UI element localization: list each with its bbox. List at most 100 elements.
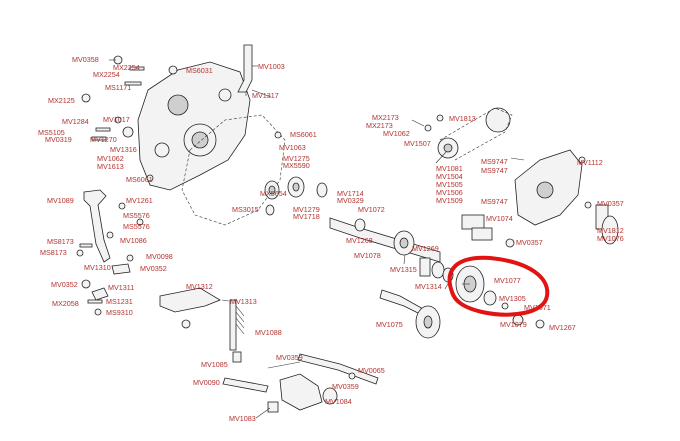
part-label: MV1505 [436, 180, 463, 189]
part-label: MV1313 [230, 297, 257, 306]
small-hardware-topleft [81, 55, 282, 182]
part-label: MX2173 [366, 121, 393, 130]
part-label: MV1509 [436, 196, 463, 205]
part-label: MV1074 [486, 214, 513, 223]
part-label: MV1083 [229, 414, 256, 423]
part-label: MV1317 [252, 91, 279, 100]
main-gear-shaft [329, 217, 454, 283]
kick-lever [237, 44, 253, 96]
part-label: MV1312 [186, 282, 213, 291]
part-label: MV1017 [103, 115, 130, 124]
part-label: MV1310 [84, 263, 111, 272]
crankcase-cover [137, 61, 251, 191]
highlight-circle [447, 255, 550, 317]
part-label: MV1077 [494, 276, 521, 285]
part-label: MV0319 [45, 135, 72, 144]
part-label: MS9747 [481, 197, 508, 206]
part-label: MS6061 [290, 130, 317, 139]
part-label: MV1812 [597, 226, 624, 235]
right-cover [514, 149, 592, 226]
part-label: MS5576 [123, 211, 150, 220]
part-label: MS9310 [106, 308, 133, 317]
part-label: MV1086 [120, 236, 147, 245]
part-label: MV1072 [358, 205, 385, 214]
part-label: MS6061 [126, 175, 153, 184]
part-label: MV1062 [97, 154, 124, 163]
part-label: MS1171 [105, 83, 131, 92]
part-label: MV1076 [597, 234, 624, 243]
part-label: MV1305 [499, 294, 526, 303]
part-label: MV1613 [97, 162, 124, 171]
part-label: MS6031 [186, 66, 213, 75]
part-label: MV1078 [354, 251, 381, 260]
small-hardware-lowerleft [81, 279, 109, 316]
part-label: MV1314 [415, 282, 442, 291]
part-label: MX5654 [260, 189, 287, 198]
part-label: MV1279 [293, 205, 320, 214]
part-label: MS9747 [481, 166, 508, 175]
part-label: MV1269 [412, 244, 439, 253]
part-label: MS8173 [47, 237, 74, 246]
part-label: MV0329 [337, 196, 364, 205]
part-label: MV0359 [276, 353, 303, 362]
part-label: MV1081 [436, 164, 463, 173]
part-label: MS3015 [232, 205, 259, 214]
part-label: MV1071 [524, 303, 551, 312]
part-label: MV1112 [577, 158, 603, 167]
highlighted-gear [455, 265, 509, 310]
lower-shaft [379, 289, 545, 339]
part-label: MS8173 [40, 248, 67, 257]
right-shafts [461, 204, 619, 248]
part-label: MV0352 [140, 264, 167, 273]
part-label: MV1085 [201, 360, 228, 369]
part-label: MX2058 [52, 299, 79, 308]
part-label: MV1268 [346, 236, 373, 245]
part-label: MV1089 [47, 196, 74, 205]
part-label: MV1084 [325, 397, 352, 406]
part-label: MV1813 [449, 114, 476, 123]
part-label: MV1504 [436, 172, 463, 181]
bearings-center [264, 176, 328, 216]
part-label: MV1261 [126, 196, 153, 205]
part-label: MV1079 [500, 320, 527, 329]
part-label: MV0352 [51, 280, 78, 289]
fork-linkage [159, 287, 245, 363]
part-label: MV1062 [383, 129, 410, 138]
part-label: MX2173 [372, 113, 399, 122]
part-label: MV1270 [90, 135, 117, 144]
leader-lines [109, 59, 525, 419]
part-labels: MV0358 MX2254 MX2254 MS6031 MV1003 MS117… [38, 55, 624, 423]
part-label: MV0357 [597, 199, 624, 208]
bottom-rod-fork [222, 353, 379, 413]
part-label: MV0098 [146, 252, 173, 261]
part-label: MX2125 [48, 96, 75, 105]
part-label: MX5590 [283, 161, 310, 170]
part-label: MV1063 [279, 143, 306, 152]
shift-lever [76, 189, 144, 275]
part-label: MV1507 [404, 139, 431, 148]
part-label: MV0065 [358, 366, 385, 375]
part-label: MV1714 [337, 189, 364, 198]
part-label: MV1311 [108, 283, 134, 292]
chain-sprocket-assembly [424, 107, 513, 161]
part-label: MV1275 [283, 154, 310, 163]
part-label: MS9747 [481, 157, 508, 166]
part-label: MV0359 [332, 382, 359, 391]
part-label: MV0357 [516, 238, 543, 247]
part-label: MS5105 [38, 128, 65, 137]
part-label: MS1231 [106, 297, 133, 306]
part-label: MS5576 [123, 222, 150, 231]
part-label: MX2254 [93, 70, 120, 79]
part-label: MV1075 [376, 320, 403, 329]
part-label: MV1315 [390, 265, 417, 274]
part-label: MV1003 [258, 62, 285, 71]
part-label: MV1088 [255, 328, 282, 337]
part-label: MV0358 [72, 55, 99, 64]
part-label: MX2254 [113, 63, 140, 72]
part-label: MV0090 [193, 378, 220, 387]
part-label: MV1316 [110, 145, 137, 154]
part-label: MV1718 [293, 212, 320, 221]
part-label: MV1506 [436, 188, 463, 197]
part-label: MV1267 [549, 323, 576, 332]
